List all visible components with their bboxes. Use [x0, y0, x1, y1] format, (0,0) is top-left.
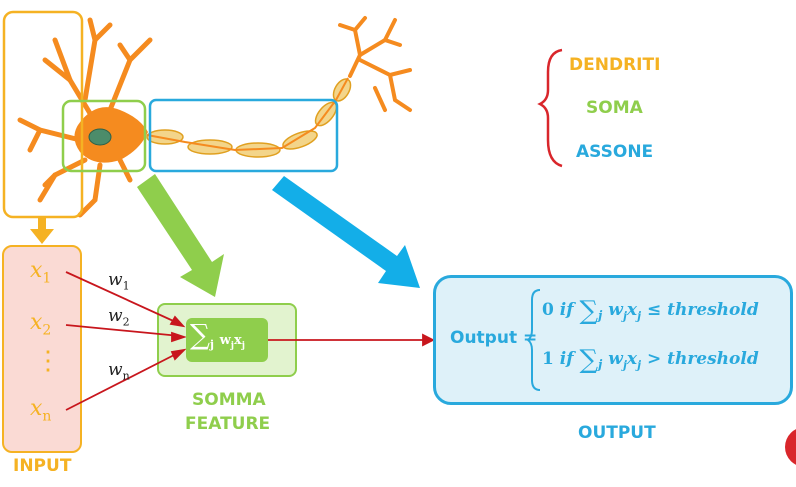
input-xn: xn — [30, 396, 52, 425]
dendrites-left — [17, 17, 153, 218]
legend-soma: SOMA — [586, 98, 643, 118]
input-ellipsis: ⋮ — [35, 346, 61, 376]
weight-wn: wn — [108, 360, 130, 383]
dendrites-highlight-box — [2, 10, 84, 219]
input-panel — [2, 245, 82, 453]
output-case-1: 1 if ∑j wjxj > threshold — [542, 345, 759, 375]
weight-w1: w1 — [108, 270, 130, 293]
input-x1: x1 — [30, 258, 52, 287]
soma-shape — [74, 107, 148, 163]
input-x2: x2 — [30, 310, 52, 339]
soma-highlight-box — [61, 99, 147, 173]
axon-highlight-box — [148, 98, 339, 173]
corner-dot — [785, 429, 796, 465]
output-label: Output = — [450, 328, 538, 348]
weight-connections — [65, 271, 436, 411]
legend-axon: ASSONE — [576, 142, 654, 162]
dendrites-to-input-arrow — [30, 229, 54, 244]
sum-node-label: ∑j wjxj — [190, 318, 246, 352]
sum-feature-caption-line1: SOMMA — [192, 390, 266, 410]
axon-terminals — [338, 16, 412, 112]
weight-w2: w2 — [108, 306, 130, 329]
output-case-0: 0 if ∑j wjxj ≤ threshold — [542, 296, 759, 326]
output-box — [433, 275, 793, 405]
axon-to-output-arrow — [272, 176, 420, 288]
sum-feature-caption-line2: FEATURE — [185, 414, 271, 434]
nucleus — [88, 128, 112, 146]
soma-to-sum-arrow — [137, 174, 224, 297]
output-caption: OUTPUT — [578, 423, 656, 443]
legend-dendrites: DENDRITI — [569, 55, 661, 75]
input-caption: INPUT — [13, 456, 72, 476]
sum-node — [186, 318, 268, 362]
legend-brace — [537, 48, 563, 168]
